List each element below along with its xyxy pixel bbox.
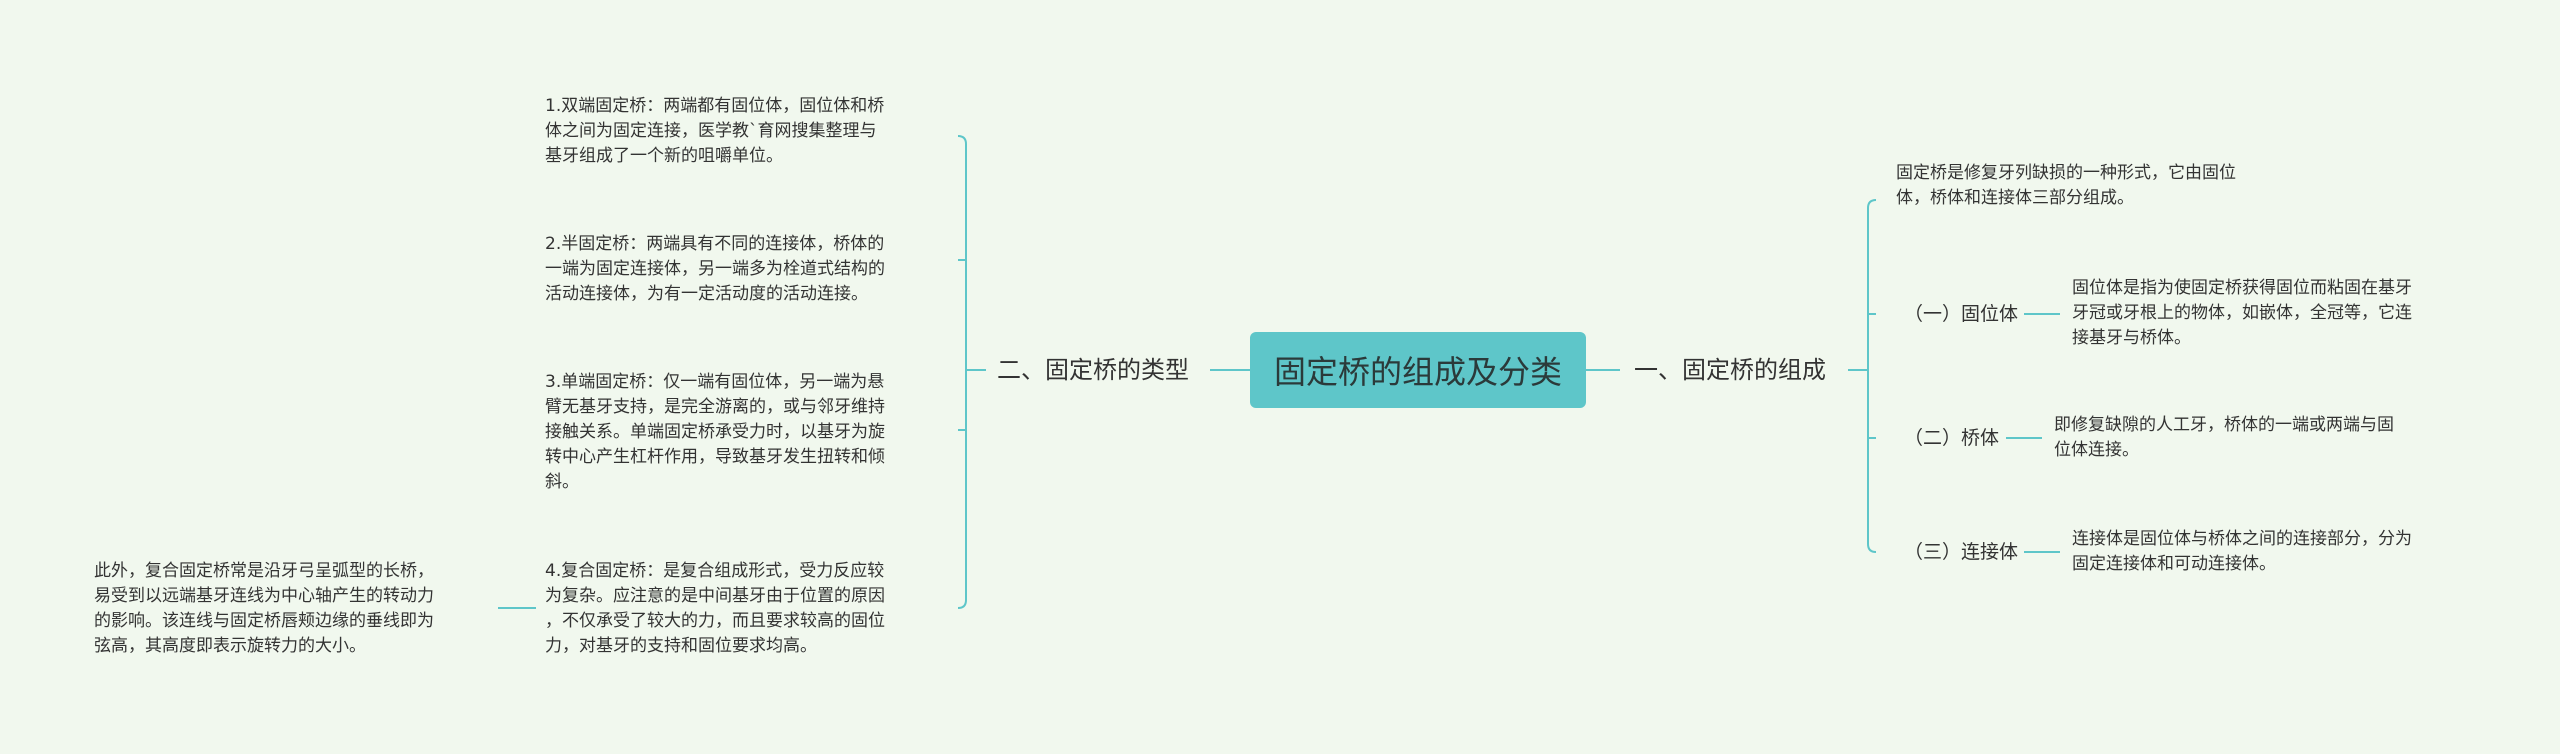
type-item-3: 3.单端固定桥：仅一端有固位体，另一端为悬 臂无基牙支持，是完全游离的，或与邻牙…: [545, 372, 885, 492]
sub-topic-pontic[interactable]: （二）桥体: [1904, 427, 2000, 449]
connector-right-bracket: [1848, 199, 1877, 553]
composition-intro: 固定桥是修复牙列缺损的一种形式，它由固位 体，桥体和连接体三部分组成。: [1896, 163, 2236, 208]
type-item-2: 2.半固定桥：两端具有不同的连接体，桥体的 一端为固定连接体，另一端多为栓道式结…: [545, 234, 885, 304]
pontic-desc: 即修复缺隙的人工牙，桥体的一端或两端与固 位体连接。: [2054, 415, 2394, 460]
sub-topic-retainer[interactable]: （一）固位体: [1904, 303, 2019, 325]
type-item-4-extra: 此外，复合固定桥常是沿牙弓呈弧型的长桥， 易受到以远端基牙连线为中心轴产生的转动…: [94, 561, 434, 656]
retainer-desc: 固位体是指为使固定桥获得固位而粘固在基牙 牙冠或牙根上的物体，如嵌体，全冠等，它…: [2072, 278, 2412, 348]
root-title: 固定桥的组成及分类: [1273, 353, 1562, 391]
connector-desc: 连接体是固位体与桥体之间的连接部分，分为 固定连接体和可动连接体。: [2072, 529, 2412, 574]
branch-composition[interactable]: 一、固定桥的组成: [1634, 356, 1826, 384]
branch-types[interactable]: 二、固定桥的类型: [997, 356, 1189, 384]
root-topic[interactable]: 固定桥的组成及分类: [1250, 332, 1586, 408]
connector-left-bracket: [957, 135, 986, 609]
type-item-1: 1.双端固定桥：两端都有固位体，固位体和桥 体之间为固定连接，医学教`育网搜集整…: [545, 96, 885, 166]
type-item-4: 4.复合固定桥：是复合组成形式，受力反应较 为复杂。应注意的是中间基牙由于位置的…: [545, 561, 885, 656]
sub-topic-connector[interactable]: （三）连接体: [1904, 541, 2019, 563]
